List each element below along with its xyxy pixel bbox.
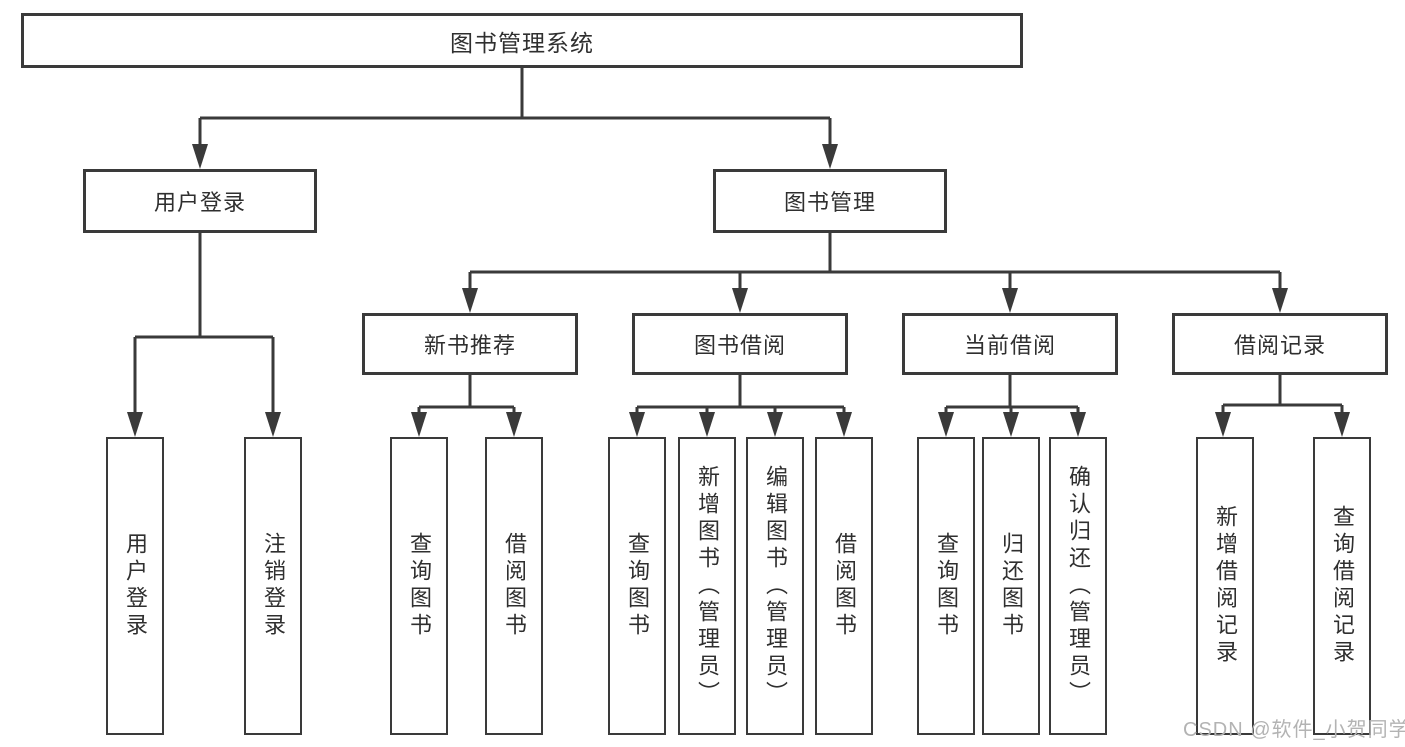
leaf-confirm-return-admin: 确认归还（管理员） xyxy=(1049,437,1107,735)
leaf-user-login: 用户登录 xyxy=(106,437,164,735)
node-current-borrow: 当前借阅 xyxy=(902,313,1118,375)
leaf-recommend-query-books: 查询图书 xyxy=(390,437,448,735)
leaf-current-query-books-label: 查询图书 xyxy=(934,532,959,640)
branch-book-management: 图书管理 xyxy=(713,169,947,233)
root-node-label: 图书管理系统 xyxy=(450,29,594,56)
leaf-query-borrow-record-label: 查询借阅记录 xyxy=(1330,505,1355,667)
branch-book-management-label: 图书管理 xyxy=(783,190,876,215)
leaf-logout-label: 注销登录 xyxy=(261,532,286,640)
leaf-recommend-borrow-books-label: 借阅图书 xyxy=(502,532,527,640)
branch-user-login: 用户登录 xyxy=(83,169,317,233)
leaf-confirm-return-admin-label: 确认归还（管理员） xyxy=(1066,464,1091,708)
root-node: 图书管理系统 xyxy=(21,13,1023,68)
leaf-query-borrow-record: 查询借阅记录 xyxy=(1313,437,1371,735)
node-book-borrow-label: 图书借阅 xyxy=(693,333,786,358)
leaf-logout: 注销登录 xyxy=(244,437,302,735)
leaf-user-login-label: 用户登录 xyxy=(123,532,148,640)
leaf-return-book-label: 归还图书 xyxy=(999,532,1024,640)
leaf-add-borrow-record: 新增借阅记录 xyxy=(1196,437,1254,735)
csdn-watermark: CSDN @软件_小贺同学 xyxy=(1183,719,1405,741)
leaf-add-book-admin-label: 新增图书（管理员） xyxy=(695,464,720,708)
node-borrow-record: 借阅记录 xyxy=(1172,313,1388,375)
leaf-borrow-borrow-books: 借阅图书 xyxy=(815,437,873,735)
leaf-borrow-borrow-books-label: 借阅图书 xyxy=(832,532,857,640)
node-new-book-recommend: 新书推荐 xyxy=(362,313,578,375)
leaf-return-book: 归还图书 xyxy=(982,437,1040,735)
leaf-edit-book-admin: 编辑图书（管理员） xyxy=(746,437,804,735)
leaf-borrow-query-books-label: 查询图书 xyxy=(625,532,650,640)
branch-user-login-label: 用户登录 xyxy=(153,190,246,215)
leaf-recommend-query-books-label: 查询图书 xyxy=(407,532,432,640)
leaf-recommend-borrow-books: 借阅图书 xyxy=(485,437,543,735)
leaf-borrow-query-books: 查询图书 xyxy=(608,437,666,735)
node-borrow-record-label: 借阅记录 xyxy=(1233,333,1326,358)
node-current-borrow-label: 当前借阅 xyxy=(963,333,1056,358)
leaf-add-book-admin: 新增图书（管理员） xyxy=(678,437,736,735)
leaf-edit-book-admin-label: 编辑图书（管理员） xyxy=(763,464,788,708)
node-new-book-recommend-label: 新书推荐 xyxy=(423,333,516,358)
leaf-current-query-books: 查询图书 xyxy=(917,437,975,735)
leaf-add-borrow-record-label: 新增借阅记录 xyxy=(1213,505,1238,667)
node-book-borrow: 图书借阅 xyxy=(632,313,848,375)
